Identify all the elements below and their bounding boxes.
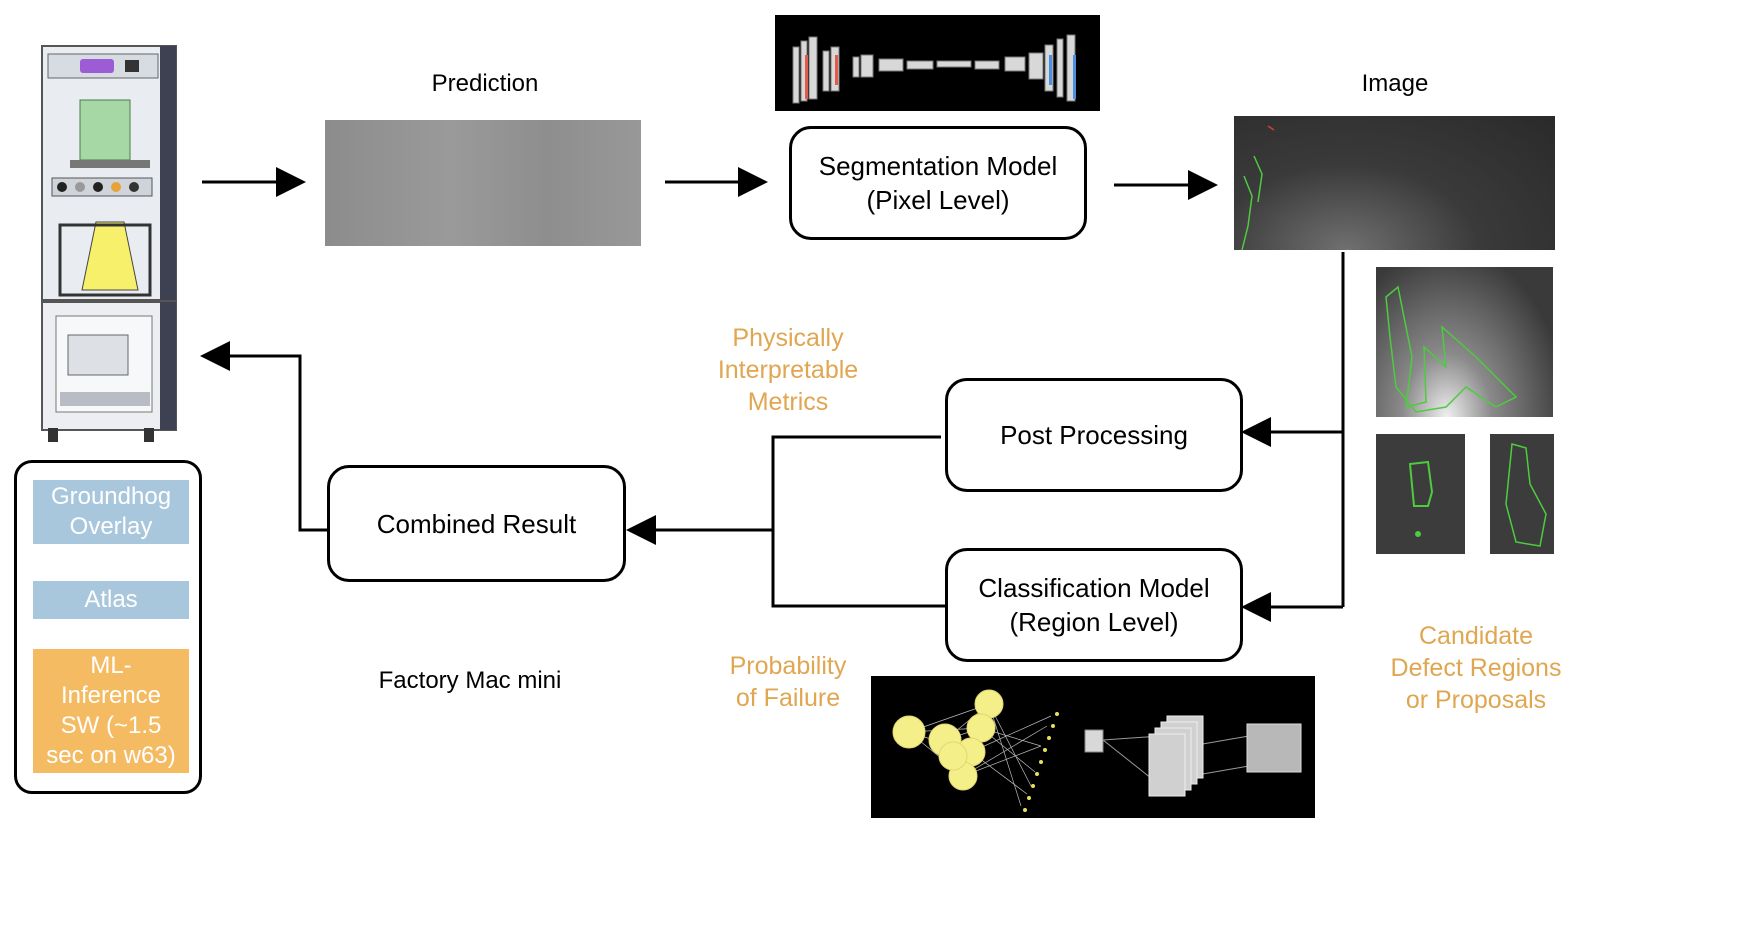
post-processing-label: Post Processing [1000,420,1188,450]
ml-line-3: SW (~1.5 [60,712,162,739]
output-contours [1241,125,1275,250]
prediction-label: Prediction [431,70,539,97]
segmented-output-image [1234,116,1555,250]
classification-model-box: Classification Model (Region Level) [945,548,1243,662]
candidate-crop-large [1376,267,1553,417]
ml-line-1: ML- [90,652,132,679]
connector-branches-merge [771,435,947,608]
neural-network-graphic [892,689,1302,812]
software-stack-panel: Groundhog Overlay Atlas ML- Inference SW… [14,460,202,794]
arrow-combined-to-machine [200,341,330,532]
machine-lower-cabinet [41,301,177,442]
metrics-line-3: Metrics [747,388,829,416]
classification-network-thumbnail [871,676,1315,818]
probability-annotation: Probability of Failure [700,650,876,714]
image-label: Image [1361,70,1429,97]
probability-line-2: of Failure [735,684,841,712]
probability-line-1: Probability [729,652,847,680]
candidate-contour-small-2 [1505,443,1547,547]
ml-line-4: sec on w63) [46,742,176,769]
post-processing-box: Post Processing [945,378,1243,492]
segmentation-title: Segmentation Model [818,151,1058,181]
candidate-crop-small-2 [1490,434,1554,554]
machine-upper-frame [41,45,177,301]
candidate-line-1: Candidate [1419,622,1533,650]
atlas-label: Atlas [84,586,138,613]
metrics-line-2: Interpretable [717,356,859,384]
classification-title: Classification Model [978,573,1210,603]
combined-result-label: Combined Result [376,508,577,539]
candidate-contour-large [1385,285,1518,413]
candidate-line-3: or Proposals [1405,686,1547,714]
combined-result-box: Combined Result [327,465,626,582]
segmentation-subtitle: (Pixel Level) [866,185,1010,215]
ml-line-2: Inference [60,682,162,709]
metrics-line-1: Physically [732,324,844,352]
atlas-layer: Atlas [33,581,189,619]
candidate-contour-small-1 [1408,460,1434,537]
ml-inference-layer: ML- Inference SW (~1.5 sec on w63) [33,649,189,773]
candidate-line-2: Defect Regions [1390,654,1562,682]
unet-layers [792,34,1076,104]
prediction-image [325,120,641,246]
metrics-annotation: Physically Interpretable Metrics [688,322,888,418]
candidate-annotation: Candidate Defect Regions or Proposals [1376,620,1576,716]
groundhog-line-1: Groundhog [50,483,172,510]
classification-subtitle: (Region Level) [1009,607,1179,637]
candidate-crop-small-1 [1376,434,1465,554]
groundhog-line-2: Overlay [69,513,153,540]
unet-architecture-thumbnail [775,15,1100,111]
segmentation-model-box: Segmentation Model (Pixel Level) [789,126,1087,240]
groundhog-overlay-layer: Groundhog Overlay [33,480,189,544]
factory-label: Factory Mac mini [378,667,562,694]
